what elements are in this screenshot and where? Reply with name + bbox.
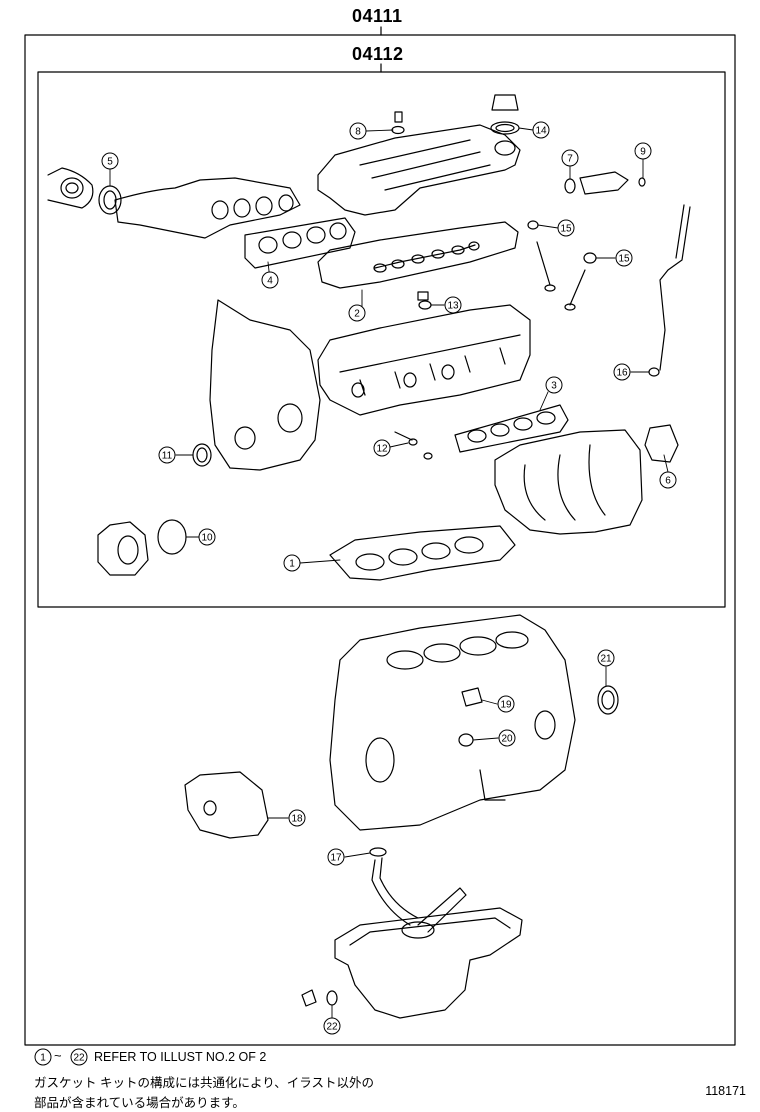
cylinder-head-drawing xyxy=(317,304,531,416)
callout-15b: 15 xyxy=(618,254,630,265)
exhaust-gasket-ring xyxy=(98,185,122,215)
callout-10: 10 xyxy=(201,533,213,544)
rear-crank-seal xyxy=(597,685,619,715)
footer-ref-end: 22 xyxy=(73,1053,85,1064)
callout-19: 19 xyxy=(500,700,512,711)
footer-note-line1: ガスケット キットの構成には共通化により、イラスト以外の xyxy=(34,1076,374,1090)
callout-18: 18 xyxy=(291,814,303,825)
callout-6: 6 xyxy=(665,476,671,487)
footer-note-line2: 部品が含まれている場合があります。 xyxy=(34,1096,245,1110)
figure-id: 118171 xyxy=(705,1084,746,1098)
oil-filler-cap xyxy=(490,94,520,135)
injector-seal-part xyxy=(564,171,646,195)
leader-lines xyxy=(109,127,669,1019)
water-pump-drawing xyxy=(97,521,149,576)
callout-9: 9 xyxy=(640,147,646,158)
callout-12: 12 xyxy=(376,444,388,455)
callout-2: 2 xyxy=(354,309,360,320)
callout-13: 13 xyxy=(447,301,459,312)
bolt-small-8 xyxy=(391,111,405,135)
exhaust-manifold-gasket xyxy=(244,217,356,269)
throttle-body-gasket xyxy=(644,424,679,463)
callout-4: 4 xyxy=(267,276,273,287)
oil-pan-drawing xyxy=(334,907,523,1019)
water-pump-o-ring xyxy=(157,519,187,555)
block-o-ring-20 xyxy=(458,733,474,747)
head-plug-13 xyxy=(417,291,432,310)
callout-7: 7 xyxy=(567,154,573,165)
callout-1: 1 xyxy=(289,559,295,570)
callout-5: 5 xyxy=(107,157,113,168)
cylinder-head-gasket xyxy=(329,525,516,581)
cylinder-block-drawing xyxy=(329,614,576,831)
timing-chain-cover xyxy=(209,299,321,471)
valve-cover-drawing xyxy=(317,124,521,216)
callout-14: 14 xyxy=(535,126,547,137)
callout-numbers: 1 2 3 4 5 6 7 8 9 10 11 12 13 14 15 15 1… xyxy=(107,126,671,1033)
valve-cover-gasket xyxy=(317,221,519,289)
footer-ref-tilde: ~ xyxy=(54,1048,62,1063)
front-crank-seal xyxy=(192,443,212,467)
kit-code-inner: 04112 xyxy=(352,44,404,64)
footer-ref-start: 1 xyxy=(40,1053,46,1064)
outer-kit-frame xyxy=(24,34,736,1046)
callout-11: 11 xyxy=(162,451,173,462)
dipstick-guide xyxy=(648,204,691,377)
callout-20: 20 xyxy=(501,734,513,745)
oil-strainer xyxy=(371,857,467,939)
callout-22: 22 xyxy=(326,1022,338,1033)
callout-8: 8 xyxy=(355,127,361,138)
callout-17: 17 xyxy=(330,853,342,864)
footer-ref-circles xyxy=(34,1048,88,1066)
intake-manifold-drawing xyxy=(494,429,643,535)
callout-21: 21 xyxy=(600,654,612,665)
block-gasket-19 xyxy=(461,687,483,707)
callout-3: 3 xyxy=(551,381,557,392)
drain-plug xyxy=(301,989,317,1007)
kit-code-outer: 04111 xyxy=(352,6,403,26)
oil-pump-drawing xyxy=(184,771,269,839)
valve-stem-seals xyxy=(527,220,597,311)
intake-manifold-gasket xyxy=(454,404,569,453)
inner-kit-frame xyxy=(37,71,726,608)
drain-plug-gasket xyxy=(326,990,338,1006)
stud-bolt-12 xyxy=(394,431,433,460)
callout-circles xyxy=(101,121,677,1035)
footer-ref-numbers: 1 22 xyxy=(40,1053,85,1064)
footer-ref-text: REFER TO ILLUST NO.2 OF 2 xyxy=(94,1050,267,1064)
callout-16: 16 xyxy=(616,368,628,379)
exhaust-manifold-drawing xyxy=(47,167,301,239)
callout-15a: 15 xyxy=(560,224,572,235)
strainer-gasket-17 xyxy=(369,847,387,857)
